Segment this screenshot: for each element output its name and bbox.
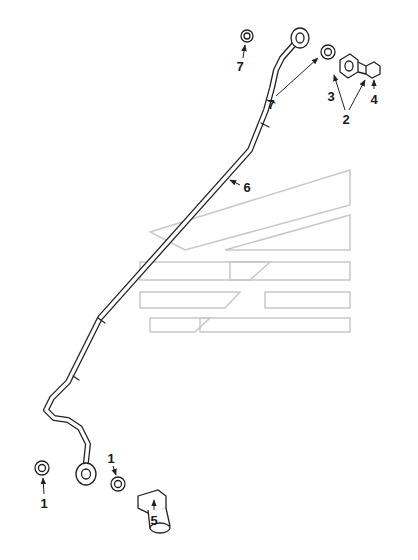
oil-pipe	[46, 42, 296, 462]
callout-number: 7	[267, 98, 274, 111]
callout-number: 5	[150, 514, 157, 527]
banjo-fitting-top	[241, 28, 380, 78]
callout-number: 1	[107, 452, 114, 465]
leader-arrows	[43, 45, 374, 510]
callout-number: 3	[327, 90, 334, 103]
callout-number: 4	[370, 93, 377, 106]
watermark-logo	[140, 170, 350, 332]
callout-number: 2	[342, 113, 349, 126]
banjo-fitting-bottom	[35, 461, 170, 533]
callout-number: 6	[243, 181, 250, 194]
callout-number: 1	[40, 497, 47, 510]
callout-number: 7	[236, 60, 243, 73]
